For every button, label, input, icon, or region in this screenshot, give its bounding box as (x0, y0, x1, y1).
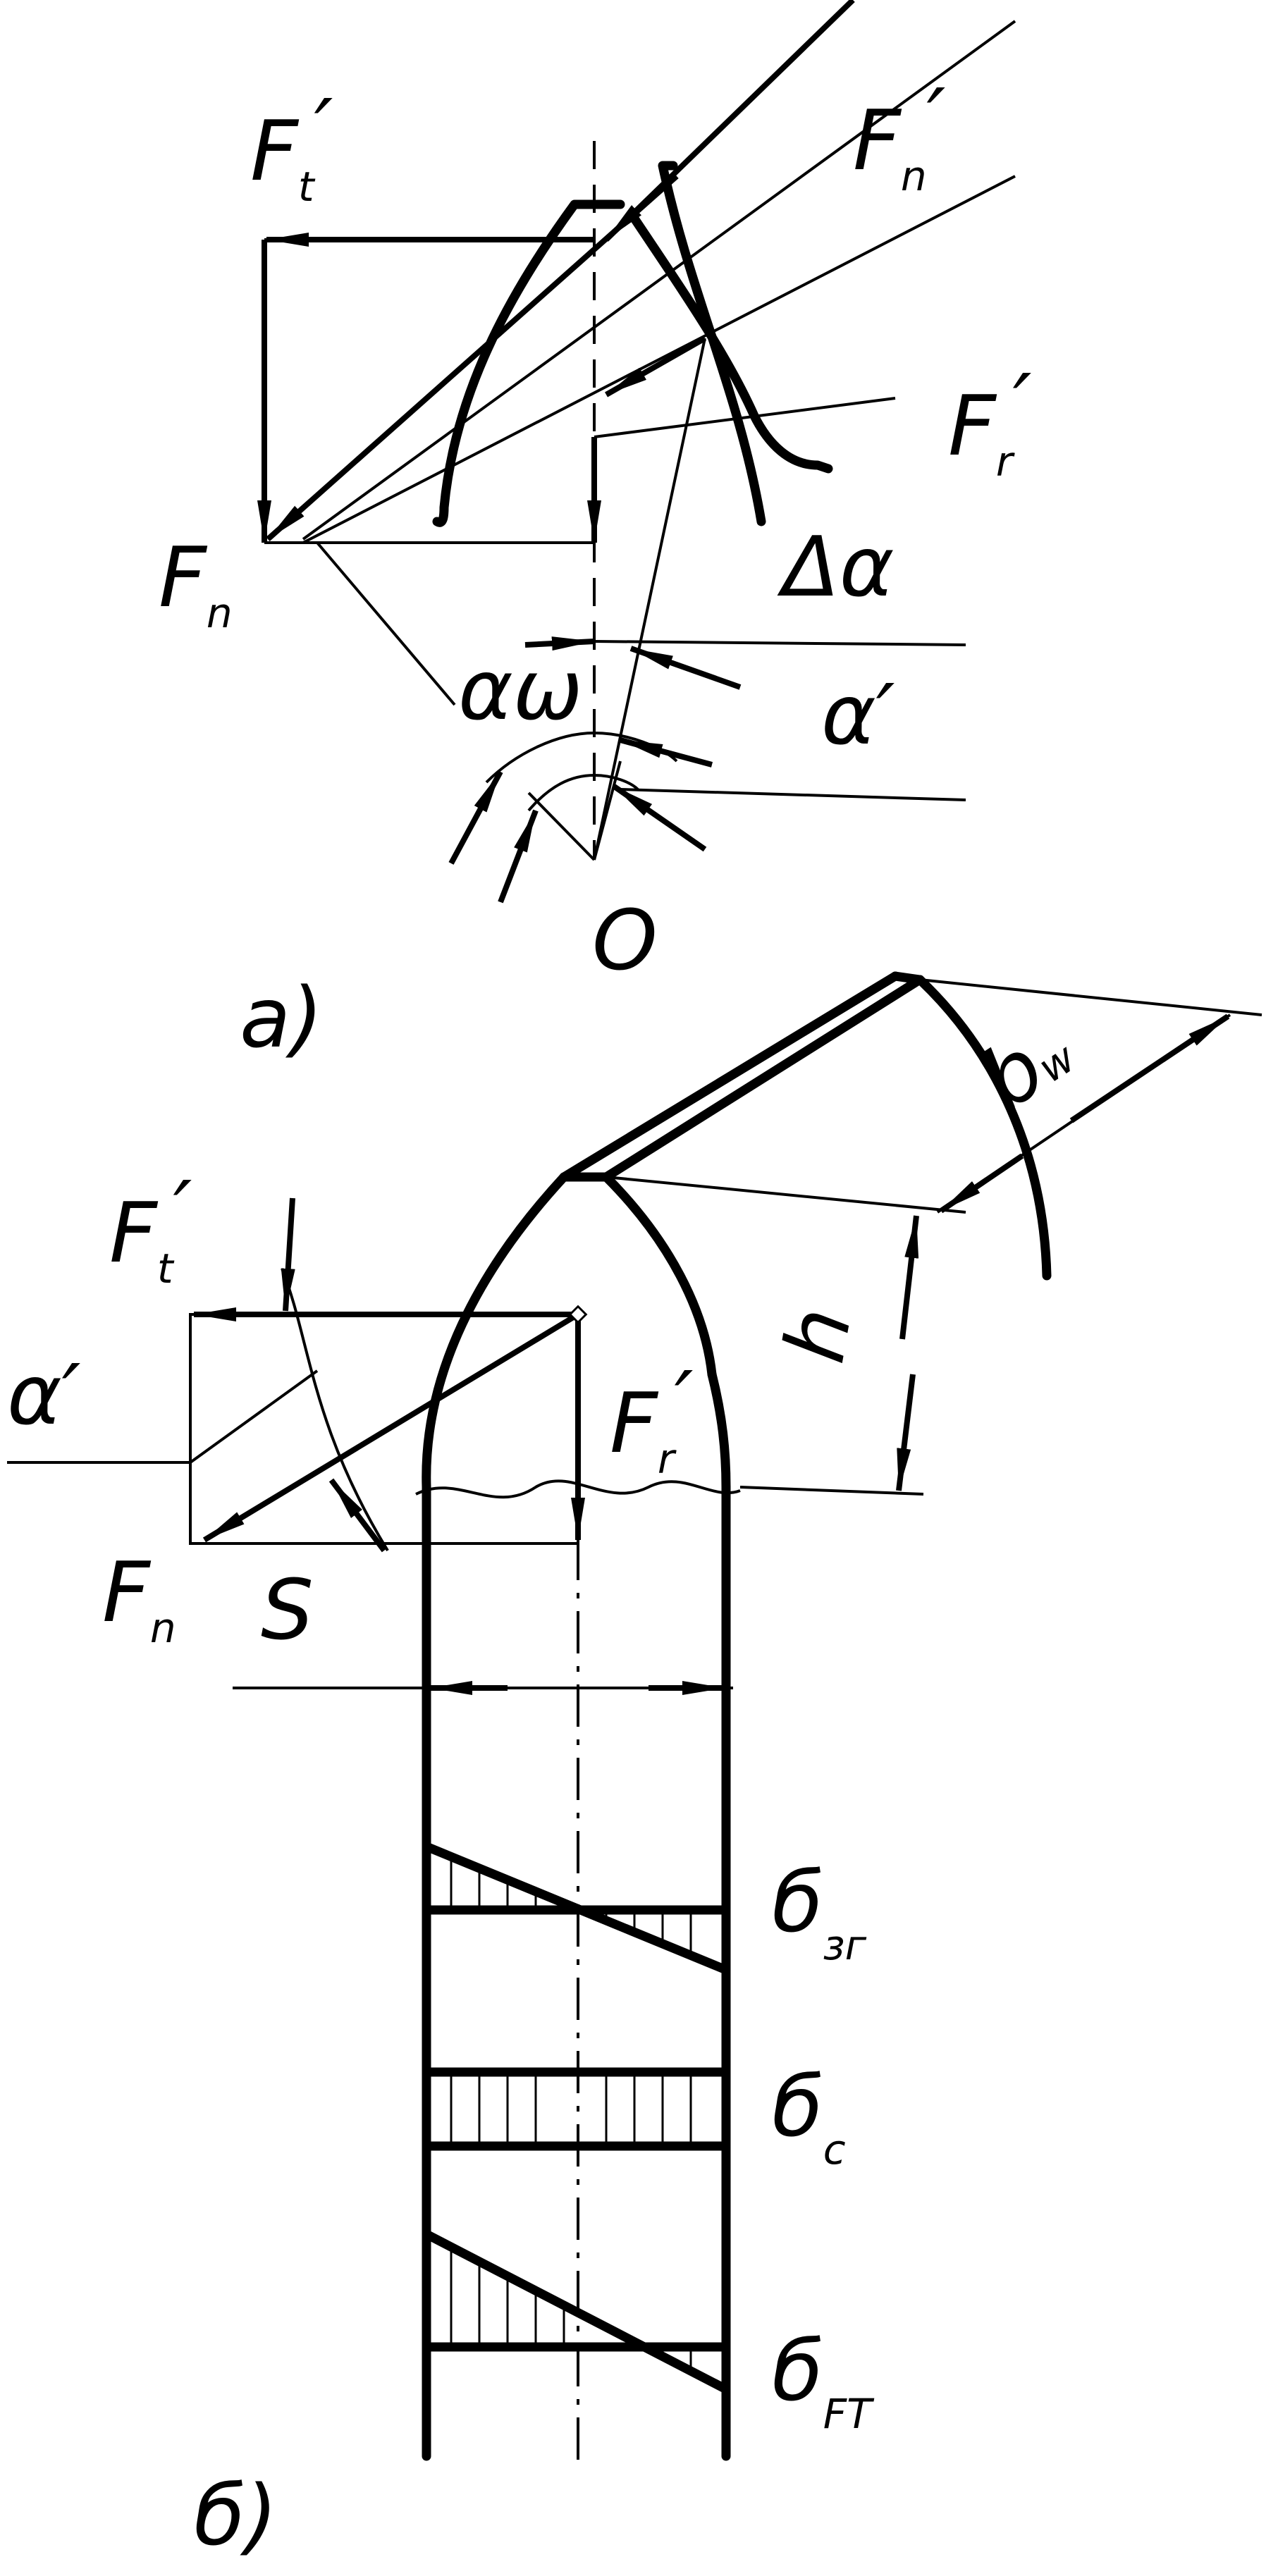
label-sigma-c: бс (772, 2058, 846, 2174)
h-ext-top (606, 1176, 966, 1214)
alpha-w-line (316, 541, 456, 706)
alpha-w-ref (594, 640, 966, 646)
h-arrow-down (896, 1374, 916, 1491)
h-arrow-up (899, 1215, 919, 1340)
label-fn-b: Fn (102, 1543, 176, 1652)
bw-ext (919, 978, 1262, 1016)
label-alpha-w: αω (458, 641, 583, 739)
top-face-edge-2 (601, 975, 925, 1182)
back-profile-arc (915, 975, 1052, 1281)
arc-arrow-3 (619, 737, 713, 768)
label-ft-prime-b: Ft′ (109, 1163, 192, 1293)
label-fn-prime-a: Fn′ (853, 70, 946, 200)
fr-prime-leader (594, 397, 896, 438)
break-line (415, 1479, 741, 1499)
label-fr-prime-a: Fr′ (948, 356, 1032, 486)
bw-arrow-2 (939, 1153, 1024, 1214)
tooth-flank-left (432, 199, 625, 527)
arc-arrow-1 (448, 770, 503, 865)
diagram-b: Ft′ α′ Fn S Fr′ h bw бзг бс бFT б) (7, 971, 1262, 2564)
alpha-w-arrow-right (629, 646, 742, 690)
label-delta-alpha: Δα (777, 518, 895, 615)
arc-arrow-4 (611, 783, 707, 852)
s-arrow-bottom (328, 1478, 387, 1553)
caption-b: б) (194, 2467, 278, 2564)
mating-tooth-flank (629, 214, 833, 474)
s-arrow-top (281, 1197, 295, 1312)
caption-a: а) (240, 969, 323, 1066)
o-leg-right (593, 760, 622, 861)
label-alpha-prime-a: α′ (821, 666, 895, 763)
normal-line-o (593, 338, 706, 861)
alpha-w-arrow (524, 636, 595, 651)
alpha-prime-leg-b (189, 1369, 319, 1464)
label-sigma-bend: бзг (772, 1854, 867, 1969)
fn-prime-arrow (604, 0, 855, 242)
fn-arrow-b (202, 1312, 580, 1543)
h-ext-bottom (739, 1486, 924, 1496)
total-slant (422, 2229, 731, 2394)
bw-arrow-1 (1069, 1013, 1230, 1123)
label-bw: bw (964, 1000, 1089, 1129)
label-center-o: O (592, 892, 658, 989)
tooth-outline-b (422, 1172, 717, 2461)
tooth-right-fillet (707, 1369, 731, 1492)
load-point-marker (568, 1305, 588, 1324)
diagram-a: Ft′ Fn′ Fr′ Fn Δα αω α′ O а) (159, 0, 1032, 1066)
label-h: h (766, 1300, 871, 1369)
arc-arrow-2 (498, 809, 539, 904)
comp-hatch (450, 2072, 692, 2146)
arc-outer (485, 731, 678, 784)
s-arc (281, 1268, 389, 1552)
label-alpha-prime-b: α′ (7, 1346, 81, 1443)
arc-inner (527, 773, 639, 812)
label-fn-a: Fn (159, 529, 233, 637)
label-ft-prime-a: Ft′ (250, 81, 333, 211)
label-sigma-ft: бFT (772, 2322, 875, 2438)
o-leg-left (527, 791, 596, 861)
bend-slant (422, 1842, 731, 1975)
label-s: S (261, 1561, 314, 1658)
action-line-2 (302, 20, 1016, 541)
action-line-arrow (605, 335, 706, 398)
alpha-prime-ref (620, 788, 966, 801)
bend-hatch (450, 1856, 692, 1956)
total-hatch (450, 2247, 692, 2371)
action-line-1 (302, 175, 1016, 544)
top-face-edge-1 (559, 971, 900, 1182)
label-fr-prime-b: Fr′ (610, 1353, 694, 1483)
